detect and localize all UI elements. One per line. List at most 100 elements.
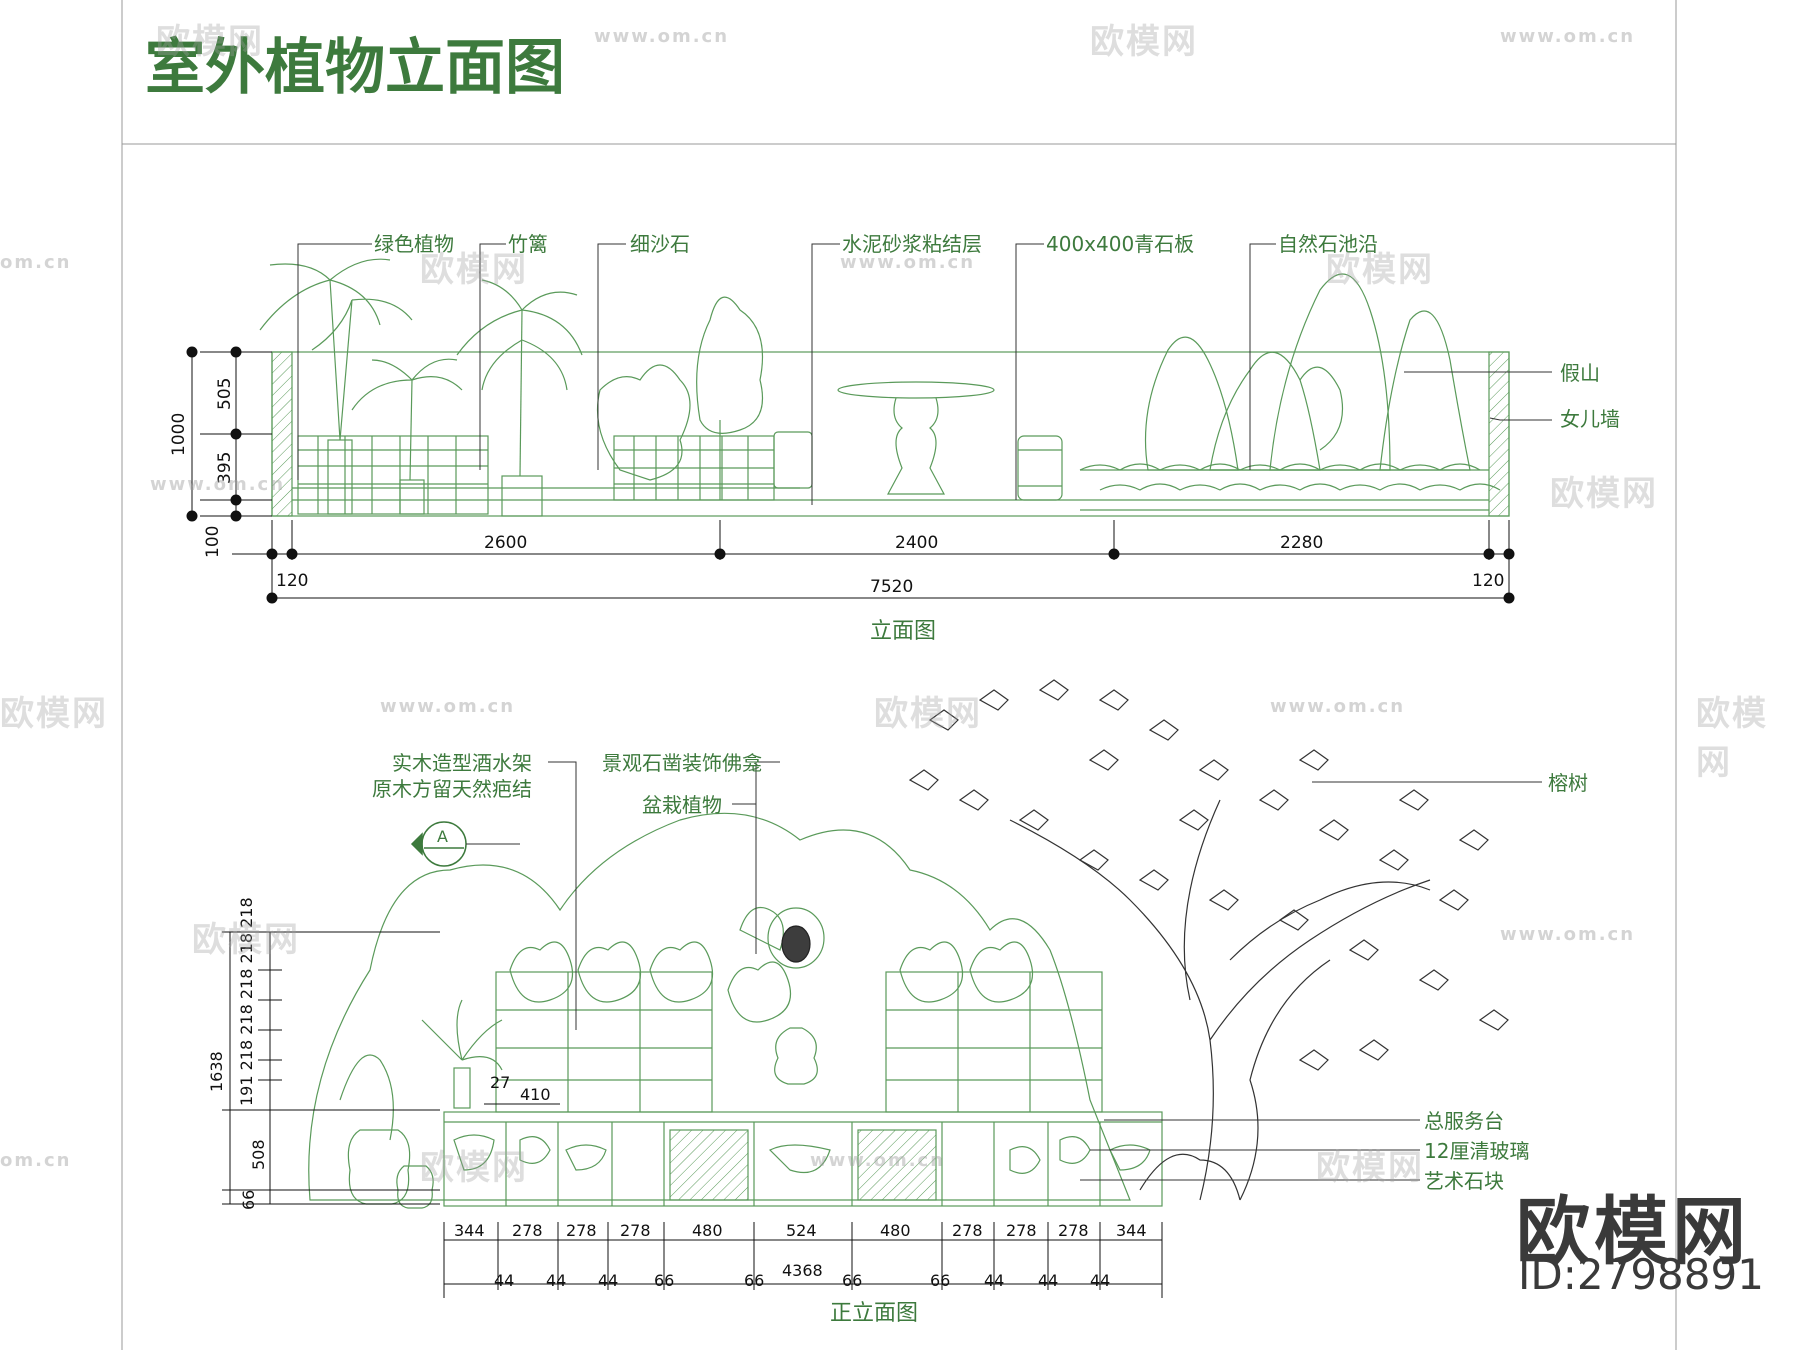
dim-gap-2: 44 xyxy=(598,1271,618,1290)
front-caption: 正立面图 xyxy=(830,1301,918,1326)
watermark-url-3: om.cn xyxy=(0,252,72,273)
watermark-logo-1: 欧模网 xyxy=(156,22,264,62)
green-plant-palm-1 xyxy=(259,258,413,515)
front-labels: 实木造型酒水架 原木方留天然疤结 景观石凿装饰佛龛 盆栽植物 榕树 总服务台 1… xyxy=(372,751,1588,1193)
dim-b-9: 278 xyxy=(1058,1221,1089,1240)
label-fine-gravel: 细沙石 xyxy=(630,232,690,256)
front-leaders xyxy=(548,761,1542,1181)
dim-2280: 2280 xyxy=(1280,533,1323,553)
dim-gap-0: 44 xyxy=(494,1271,514,1290)
dim-stack: 191 218 218 218 218 218 xyxy=(237,897,256,1106)
wine-rack-left xyxy=(495,971,713,1113)
elevation-dim-text: 2600 2400 2280 120 7520 120 1000 505 395… xyxy=(169,378,1504,597)
watermark-logo-3: 欧模网 xyxy=(420,250,528,290)
section-marker xyxy=(410,821,520,867)
watermark-logo-9: 欧模网 xyxy=(192,920,300,960)
wine-rack-right xyxy=(885,971,1103,1113)
watermark-logo-6: 欧模网 xyxy=(0,694,108,734)
green-plant-shrub xyxy=(596,296,764,500)
dim-120-right: 120 xyxy=(1472,571,1504,591)
label-bluestone: 400x400青石板 xyxy=(1046,232,1194,256)
stone-drum xyxy=(1017,435,1063,501)
label-art-stone: 艺术石块 xyxy=(1424,1169,1504,1193)
green-plant-palm-2 xyxy=(351,358,463,515)
watermark-url-4: www.om.cn xyxy=(840,252,976,273)
dim-gap-6: 66 xyxy=(930,1271,950,1290)
brand-id: ID:2798891 xyxy=(1518,1250,1764,1299)
watermark-url-7: www.om.cn xyxy=(1270,696,1406,717)
label-stone-edge: 自然石池沿 xyxy=(1278,232,1378,256)
dim-b-2: 278 xyxy=(566,1221,597,1240)
dim-508: 508 xyxy=(249,1139,268,1170)
watermark-url-8: www.om.cn xyxy=(1500,924,1636,945)
stone-table xyxy=(837,381,995,495)
dim-b-10: 344 xyxy=(1116,1221,1147,1240)
dim-gap-4: 66 xyxy=(744,1271,764,1290)
dim-410: 410 xyxy=(520,1085,551,1104)
dim-b-5: 524 xyxy=(786,1221,817,1240)
parapet-wall-right xyxy=(1488,351,1510,517)
left-potted-plant xyxy=(421,999,503,1109)
bamboo-fence-left xyxy=(297,435,489,515)
dim-gap-8: 44 xyxy=(1038,1271,1058,1290)
label-banyan: 榕树 xyxy=(1548,771,1588,795)
center-vase xyxy=(774,1027,818,1085)
watermark-logo-10: 欧模网 xyxy=(420,1148,528,1188)
watermark-logo-8: 欧模网 xyxy=(1696,694,1768,783)
dim-395: 395 xyxy=(215,452,235,484)
watermark-url-9: om.cn xyxy=(0,1150,72,1171)
planter-box-outline xyxy=(271,351,1510,517)
elevation-drawing xyxy=(259,258,1510,517)
dim-27: 27 xyxy=(490,1073,510,1092)
front-dimensions xyxy=(222,931,1163,1298)
label-wine-rack-1: 实木造型酒水架 xyxy=(392,751,532,775)
watermark-url-6: www.om.cn xyxy=(380,696,516,717)
label-buddha-niche: 景观石凿装饰佛龛 xyxy=(602,751,762,775)
elevation-dimensions xyxy=(186,346,1515,604)
label-wine-rack-2: 原木方留天然疤结 xyxy=(372,777,532,801)
dim-b-1: 278 xyxy=(512,1221,543,1240)
watermark-logo-7: 欧模网 xyxy=(874,694,982,734)
watermark-logo-5: 欧模网 xyxy=(1550,474,1658,514)
dim-b-7: 278 xyxy=(952,1221,983,1240)
dim-7520: 7520 xyxy=(870,577,913,597)
label-green-plant: 绿色植物 xyxy=(374,232,454,256)
dim-gap-3: 66 xyxy=(654,1271,674,1290)
dim-1000: 1000 xyxy=(169,413,189,456)
brand-logo-text: 欧模网 xyxy=(1516,1189,1750,1275)
elevation-leaders xyxy=(297,243,1552,505)
banyan-foliage xyxy=(908,679,1509,1071)
dim-gap-5: 66 xyxy=(842,1271,862,1290)
dim-2400: 2400 xyxy=(895,533,938,553)
label-parapet: 女儿墙 xyxy=(1560,407,1620,431)
dim-total: 4368 xyxy=(782,1261,823,1280)
page-title: 室外植物立面图 xyxy=(145,33,565,103)
dim-b-4: 480 xyxy=(692,1221,723,1240)
dim-b-0: 344 xyxy=(454,1221,485,1240)
sheet-frame xyxy=(121,0,1677,1350)
watermark-logo-2: 欧模网 xyxy=(1090,22,1198,62)
dim-gap-1: 44 xyxy=(546,1271,566,1290)
dim-b-3: 278 xyxy=(620,1221,651,1240)
buddha-niche xyxy=(767,907,825,969)
green-plant-palm-3 xyxy=(456,279,583,517)
rack-plants xyxy=(509,941,1034,1023)
watermark-logo-4: 欧模网 xyxy=(1326,250,1434,290)
watermark-url-2: www.om.cn xyxy=(1500,26,1636,47)
service-counter xyxy=(443,1111,1163,1207)
label-potted: 盆栽植物 xyxy=(642,793,722,817)
label-glass: 12厘清玻璃 xyxy=(1424,1139,1529,1163)
label-bamboo-fence: 竹篱 xyxy=(508,232,548,256)
watermark-url-10: www.om.cn xyxy=(810,1150,946,1171)
dim-2600: 2600 xyxy=(484,533,527,553)
dim-505: 505 xyxy=(215,378,235,410)
dim-1638: 1638 xyxy=(207,1051,226,1092)
section-marker-label: A xyxy=(437,827,448,846)
bamboo-fence-right xyxy=(613,431,813,501)
front-dim-text: 344 278 278 278 480 524 480 278 278 278 … xyxy=(207,897,1147,1290)
elevation-caption: 立面图 xyxy=(870,619,936,644)
watermark-logo-11: 欧模网 xyxy=(1316,1148,1424,1188)
elevation-labels: 绿色植物 竹篱 细沙石 水泥砂浆粘结层 400x400青石板 自然石池沿 假山 … xyxy=(374,232,1620,431)
dim-b-6: 480 xyxy=(880,1221,911,1240)
